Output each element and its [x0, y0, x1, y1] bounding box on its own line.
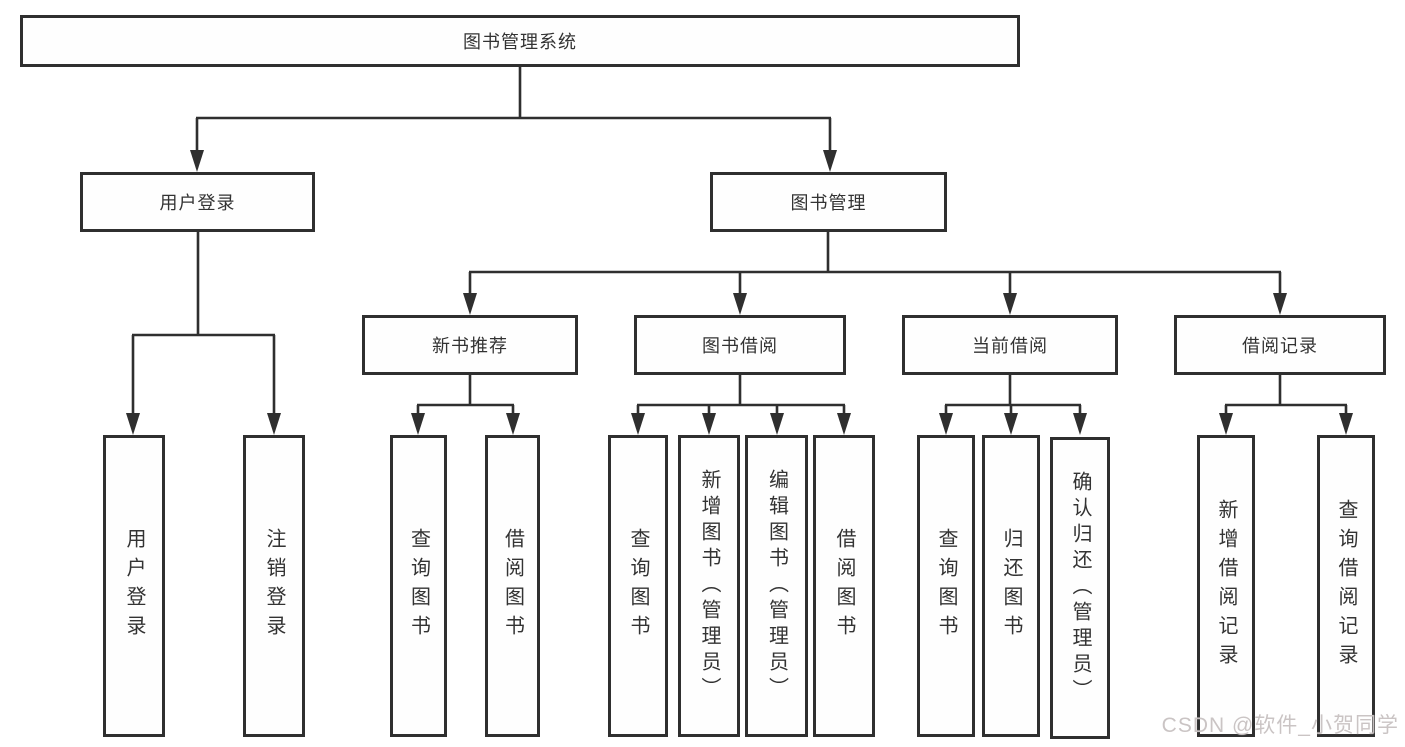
node-book-borrowing: 图书借阅	[634, 315, 846, 375]
leaf-return-books: 归还图书	[982, 435, 1040, 737]
node-borrowing-records: 借阅记录	[1174, 315, 1386, 375]
node-library-management-system: 图书管理系统	[20, 15, 1020, 67]
leaf-add-borrow-record: 新增借阅记录	[1197, 435, 1255, 737]
leaf-logout: 注销登录	[243, 435, 305, 737]
leaf-query-books-current: 查询图书	[917, 435, 975, 737]
leaf-query-books-borrow: 查询图书	[608, 435, 668, 737]
leaf-add-book-admin: 新增图书（管理员）	[678, 435, 740, 737]
leaf-edit-book-admin: 编辑图书（管理员）	[745, 435, 808, 737]
leaf-borrow-books-recommend: 借阅图书	[485, 435, 540, 737]
node-new-book-recommendation: 新书推荐	[362, 315, 578, 375]
node-user-login-branch: 用户登录	[80, 172, 315, 232]
leaf-user-login: 用户登录	[103, 435, 165, 737]
node-book-management-branch: 图书管理	[710, 172, 947, 232]
node-current-borrowing: 当前借阅	[902, 315, 1118, 375]
arrowheads	[126, 150, 1353, 435]
leaf-confirm-return-admin: 确认归还（管理员）	[1050, 437, 1110, 739]
leaf-query-books-recommend: 查询图书	[390, 435, 447, 737]
leaf-borrow-books-borrow: 借阅图书	[813, 435, 875, 737]
leaf-query-borrow-record: 查询借阅记录	[1317, 435, 1375, 737]
